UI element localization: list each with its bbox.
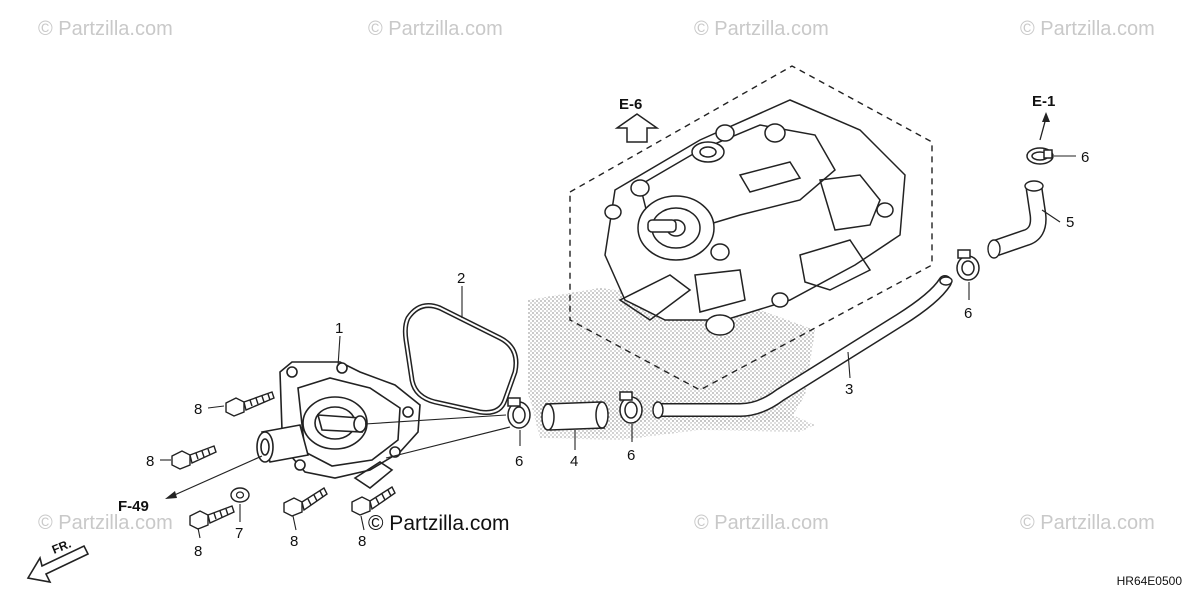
watermark-text: © Partzilla.com	[38, 18, 173, 40]
callout-2: 2	[457, 270, 465, 287]
hose-clamp-icon	[619, 391, 643, 424]
watermark-text: © Partzilla.com	[38, 512, 173, 534]
ref-front: FR.	[50, 537, 73, 557]
callout-1: 1	[335, 320, 343, 337]
e6-arrow-icon	[614, 113, 660, 143]
engine-crankcase	[604, 99, 906, 336]
bolt-icon	[189, 505, 235, 530]
hose-clamp-icon	[507, 397, 531, 429]
hose-clamp-group	[507, 147, 1054, 429]
leader-lines	[160, 155, 1076, 539]
callout-labels: 1 2 3 4 5 6 6 6 6 7 8 8 8 8 8	[146, 149, 1089, 560]
water-hose-short	[541, 401, 609, 431]
callout-6: 6	[627, 447, 635, 464]
bolt-icon	[283, 486, 328, 517]
callout-4: 4	[570, 453, 578, 470]
callout-6: 6	[515, 453, 523, 470]
watermark-text: © Partzilla.com	[694, 18, 829, 40]
bolt-icon	[171, 445, 217, 470]
callout-8: 8	[358, 533, 366, 550]
gasket-o-ring-inner	[404, 304, 517, 414]
diagram-code: HR64E0500	[1116, 574, 1182, 588]
bolt-icon	[225, 391, 275, 417]
front-direction-arrow-icon	[26, 544, 90, 584]
ref-e6: E-6	[619, 96, 642, 113]
washer	[230, 487, 250, 503]
bolt-icon	[351, 485, 396, 516]
copyright-text: © Partzilla.com	[368, 512, 510, 535]
ref-f49: F-49	[118, 498, 149, 515]
hose-clamp-icon	[956, 249, 980, 281]
bolt-group	[171, 391, 396, 530]
callout-5: 5	[1066, 214, 1074, 231]
water-hose-bent	[987, 180, 1047, 259]
ref-e1: E-1	[1032, 93, 1055, 110]
callout-8: 8	[146, 453, 154, 470]
callout-8: 8	[194, 401, 202, 418]
callout-7: 7	[235, 525, 243, 542]
water-pipe	[652, 275, 953, 419]
callout-8: 8	[194, 543, 202, 560]
callout-6: 6	[1081, 149, 1089, 166]
callout-6: 6	[964, 305, 972, 322]
watermark-text: © Partzilla.com	[694, 512, 829, 534]
callout-8: 8	[290, 533, 298, 550]
hose-clamp-icon	[1026, 147, 1054, 165]
watermark-text: © Partzilla.com	[1020, 18, 1155, 40]
water-pump-cover	[256, 361, 421, 489]
watermark-text: © Partzilla.com	[1020, 512, 1155, 534]
f49-arrow-icon	[165, 455, 263, 499]
e1-arrow-icon	[1039, 112, 1050, 141]
reference-labels: E-6 E-1 F-49 FR.	[50, 93, 1055, 557]
callout-3: 3	[845, 381, 853, 398]
watermark-text: © Partzilla.com	[368, 18, 503, 40]
engine-dashed-outline	[569, 65, 933, 391]
